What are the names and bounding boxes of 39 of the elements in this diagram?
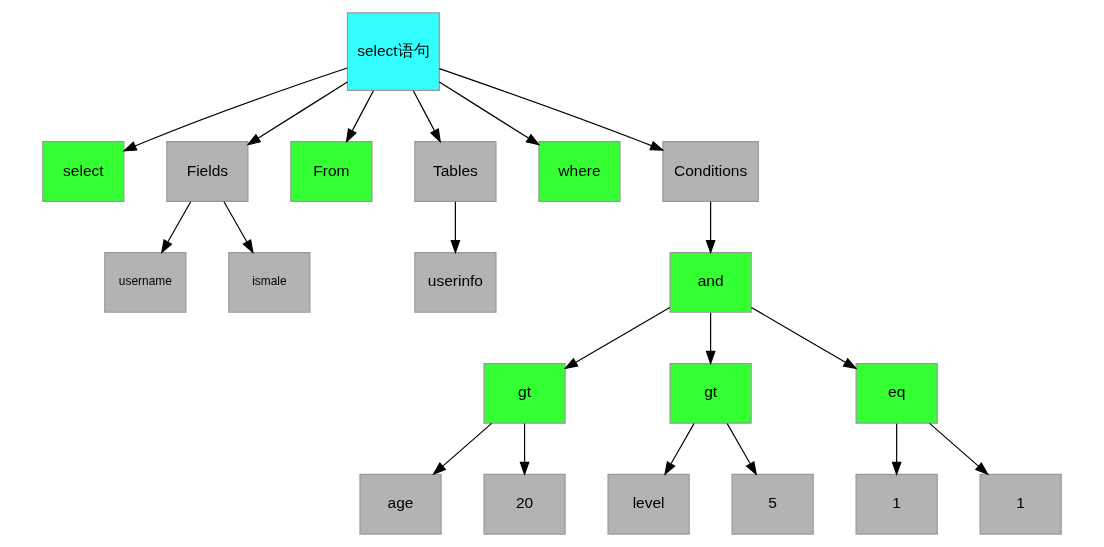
arrow [246,81,348,146]
arrow [928,422,989,476]
arrow [345,90,374,144]
node-box: Fields [166,141,249,202]
node-box: gt [669,362,752,424]
node-box: select [42,141,125,202]
node-box: Tables [414,141,497,202]
arrow [122,67,348,152]
arrow [438,68,665,151]
arrow [412,90,442,144]
node-box: 5 [731,473,814,535]
node-box: 1 [855,473,938,535]
node-box: eq [855,362,938,424]
arrow [664,423,695,476]
arrow [432,422,493,476]
node-box: 1 [979,473,1062,535]
arrow [223,201,254,255]
arrow [563,306,671,370]
node-box: userinfo [414,252,497,313]
arrow [891,423,902,477]
arrow [160,201,192,255]
arrow [705,201,716,255]
node-box: where [538,141,621,202]
node-box: From [290,141,373,202]
node-box: ismale [228,252,311,313]
node-box: select语句 [346,12,440,92]
arrow [519,423,530,477]
node-box: level [607,473,690,535]
arrow [438,81,541,146]
node-box: username [104,252,187,313]
arrow [750,306,858,370]
node-box: gt [483,362,566,424]
arrow [450,201,461,255]
node-box: age [359,473,442,535]
node-box: 20 [483,473,566,535]
node-box: Conditions [662,141,759,202]
arrow [726,423,758,476]
arrow [705,312,716,366]
node-box: and [669,252,752,313]
